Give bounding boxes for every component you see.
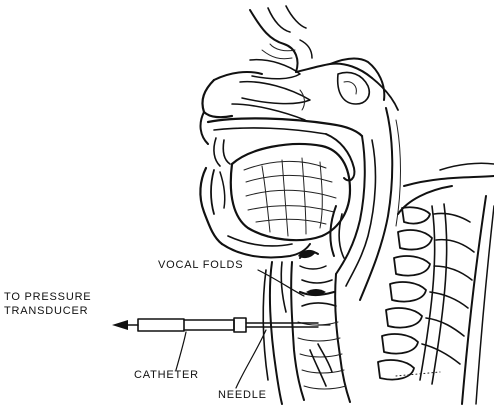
vertebra-3: [394, 256, 430, 276]
vertebra-1: [402, 207, 430, 223]
catheter-needle-drawing: [112, 318, 330, 332]
oral-cavity-drawing: [200, 72, 362, 258]
label-catheter: CATHETER: [134, 369, 199, 381]
label-vocal-folds: VOCAL FOLDS: [158, 259, 243, 271]
vertebra-2: [398, 230, 432, 250]
nasal-cavity-drawing: [232, 6, 398, 120]
label-transducer: TRANSDUCER: [4, 305, 88, 317]
vertebra-5: [386, 308, 422, 328]
vertebra-4: [390, 282, 426, 302]
vertebra-6: [382, 334, 418, 354]
label-to-pressure: TO PRESSURE: [4, 291, 91, 303]
larynx-drawing: [281, 262, 350, 402]
tongue-drawing: [231, 144, 350, 240]
cervical-spine-drawing: [378, 163, 494, 404]
label-needle: NEEDLE: [218, 389, 267, 401]
neck-outline: [263, 262, 282, 404]
vertebra-7: [378, 360, 414, 380]
